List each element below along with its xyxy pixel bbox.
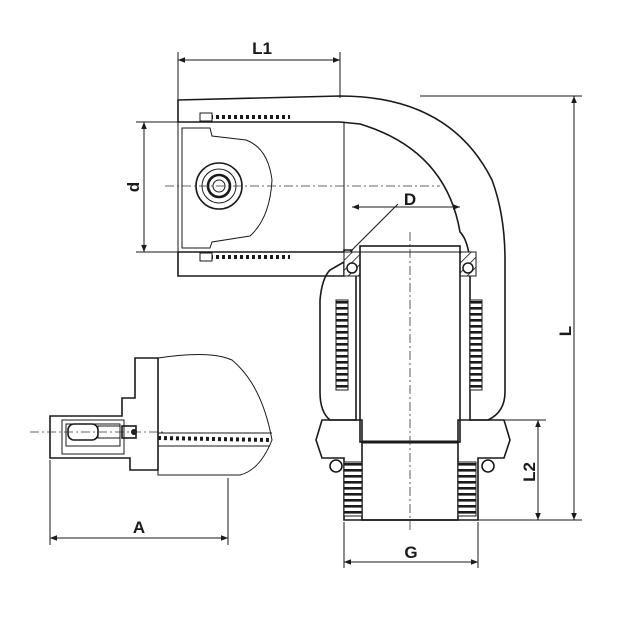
insert-bore [359,245,461,443]
vertical-insert-section [315,245,511,521]
dimension-label-d-large: D [404,190,416,209]
dimension-label-l: L [556,326,575,336]
dimension-label-a: A [133,518,145,537]
socket-bore [177,121,345,253]
socket-bottom-wall [177,249,357,421]
dimension-label-l2: L2 [520,462,539,482]
dimension-lines [49,52,582,568]
dimension-label-l1: L1 [252,39,272,58]
elbow-shell [177,95,506,421]
side-detail-view [30,353,273,476]
dimension-label-d-small: d [124,182,143,192]
clamp-window [181,127,273,249]
dimension-label-g: G [404,543,417,562]
